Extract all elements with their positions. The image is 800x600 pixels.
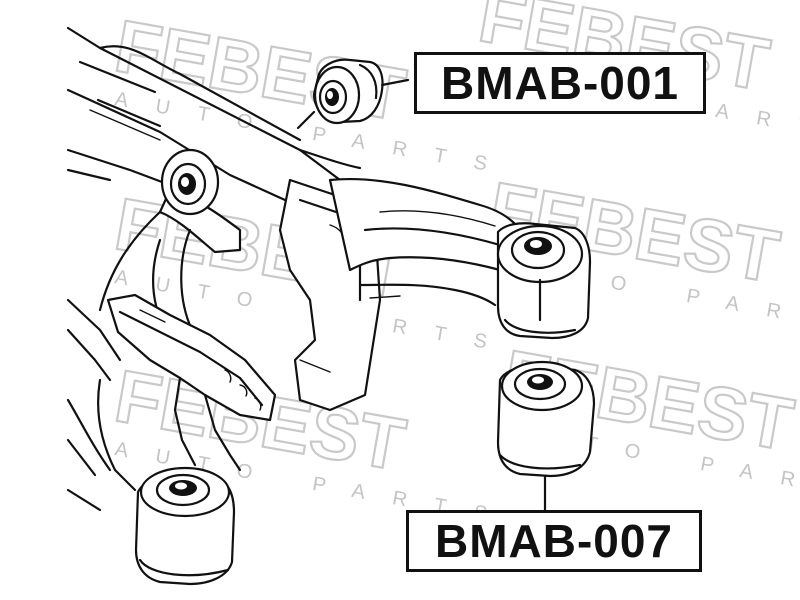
bushing-bmab-001 [296,58,410,130]
subframe-assembly [66,26,527,512]
part-label-bmab-001: BMAB-001 [414,52,706,114]
part-label-bmab-007: BMAB-007 [406,510,702,572]
crossmember-bushing [160,148,220,216]
trailing-arm-bushing [134,466,236,586]
arm-mounted-bushing [496,222,592,340]
bushing-bmab-007 [496,360,596,514]
